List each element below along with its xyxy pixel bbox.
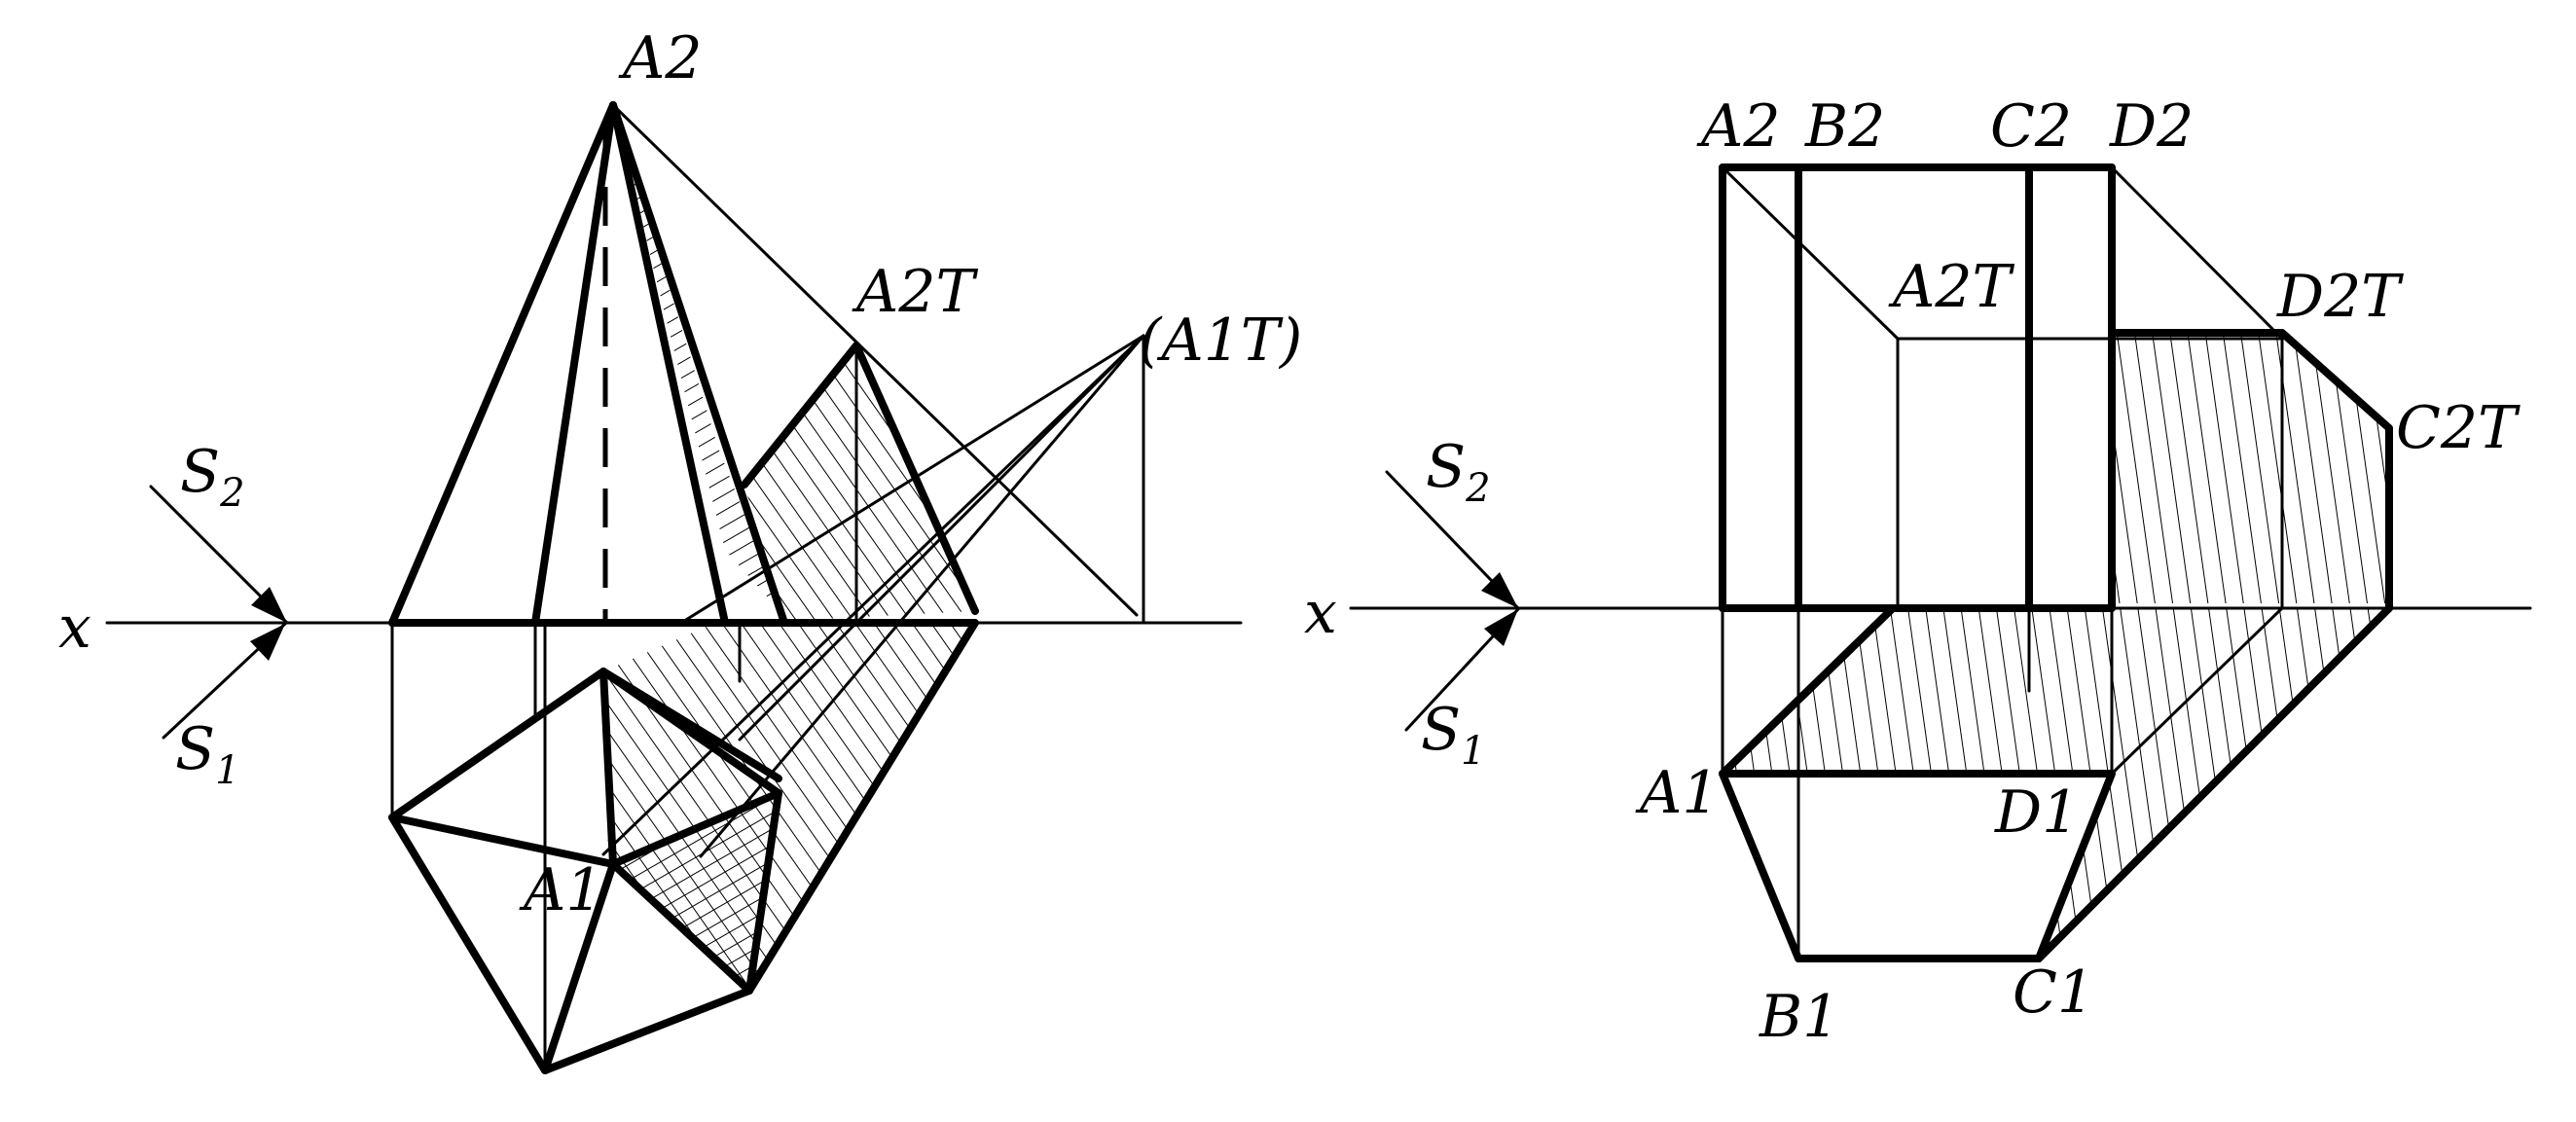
plan-apex-label-a1: A1 (519, 856, 603, 924)
label-c2: C2 (1990, 92, 2072, 161)
s1-label-right: S1 (1421, 696, 1486, 774)
prism-shadow-front (2112, 333, 2389, 603)
shadow-ray-front (611, 103, 1139, 617)
pyramid-front-edge-2 (531, 101, 617, 627)
shadow-apex-label-a2t: A2T (852, 258, 979, 326)
light-direction-s1-right (1404, 607, 1520, 732)
label-a2t-right: A2T (1888, 253, 2015, 321)
s2-label-right: S2 (1426, 433, 1491, 511)
label-d2t: D2T (2276, 263, 2404, 331)
axis-label-left: x (58, 594, 91, 662)
label-a2-right: A2 (1696, 92, 1781, 161)
prism-shadow-horizontal (1723, 608, 2389, 959)
s2-label-left: S2 (180, 438, 245, 516)
pyramid-plan-shaded-face (613, 793, 779, 991)
label-c1: C1 (2013, 959, 2094, 1027)
pyramid-figure: x S2 S1 A2 A2T (A1T) A1 (58, 24, 1302, 1074)
shadow-front-plane (744, 345, 975, 621)
prism-figure: x S2 S1 A2 B2 C2 D2 A2T D2T C2T A1 D1 B1… (1304, 92, 2532, 1051)
label-b2: B2 (1804, 92, 1885, 161)
label-a1-right: A1 (1635, 759, 1720, 827)
prism-front-view (1719, 163, 2116, 612)
light-direction-s1-left (162, 622, 287, 740)
pyramid-plan-outline (388, 668, 782, 1074)
axis-label-right: x (1304, 579, 1337, 647)
s1-label-left: S1 (175, 715, 240, 793)
label-c2t: C2T (2396, 394, 2521, 462)
label-d2: D2 (2109, 92, 2194, 161)
apex-label-a2: A2 (618, 24, 703, 92)
pyramid-front-edge-3 (609, 101, 788, 627)
virtual-shadow-label-a1t: (A1T) (1139, 307, 1302, 375)
label-b1: B1 (1759, 983, 1839, 1051)
pyramid-front-left-edge (388, 101, 617, 627)
light-direction-s2-right (1385, 470, 1520, 610)
shadow-horizontal-plane (603, 623, 975, 991)
light-direction-s2-left (149, 485, 289, 625)
label-d1: D1 (1994, 778, 2079, 847)
prism-plan-view (1719, 770, 2116, 962)
pyramid-front-edge-4 (609, 101, 729, 627)
